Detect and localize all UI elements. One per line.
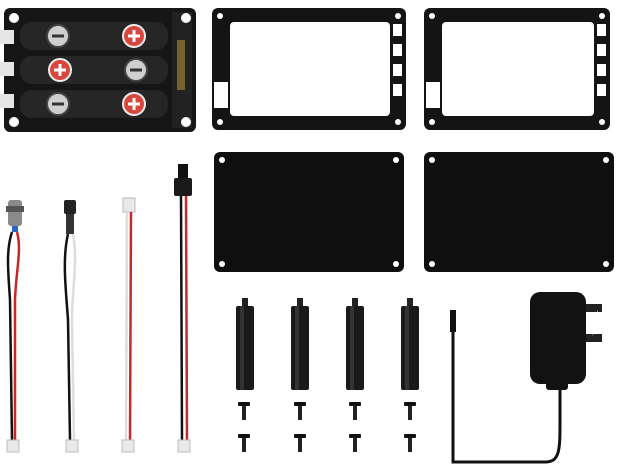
hex-standoffs <box>236 298 419 390</box>
screw <box>349 402 361 420</box>
screw <box>238 402 250 420</box>
screw <box>294 434 306 452</box>
hex-standoff <box>291 298 309 390</box>
battery-slot-1 <box>20 22 168 50</box>
power-switch-cable <box>6 200 24 453</box>
screw <box>294 402 306 420</box>
battery-slot-2 <box>20 56 168 84</box>
lightning-icon <box>590 310 602 336</box>
dc-jack-cable <box>63 200 79 453</box>
hex-standoff <box>236 298 254 390</box>
jst-cable <box>121 197 136 453</box>
dc-plug-cable <box>174 164 192 453</box>
acrylic-plate-1 <box>214 152 404 272</box>
screw <box>404 434 416 452</box>
acrylic-frame-1 <box>212 8 406 130</box>
screw <box>238 434 250 452</box>
battery-slot-3 <box>20 90 168 118</box>
screw <box>349 434 361 452</box>
acrylic-plate-2 <box>424 152 614 272</box>
side-connectors <box>0 30 14 108</box>
holder-mount-holes <box>9 13 191 127</box>
hex-standoff <box>346 298 364 390</box>
screws <box>238 402 416 452</box>
screw <box>404 402 416 420</box>
acrylic-frame-2 <box>424 8 610 130</box>
battery-holder <box>0 8 196 132</box>
power-adapter <box>450 292 602 464</box>
hex-standoff <box>401 298 419 390</box>
